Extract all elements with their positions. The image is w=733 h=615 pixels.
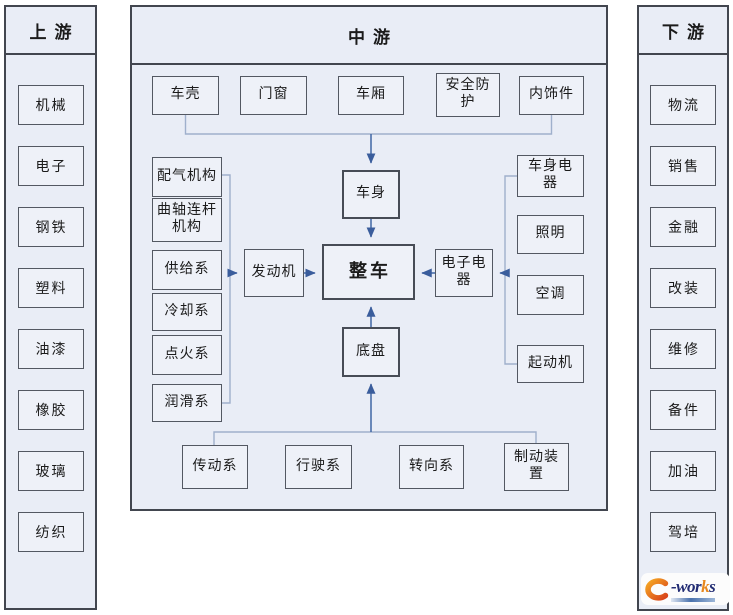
box-car-body: 车身 xyxy=(342,170,400,219)
upstream-items: 机械 电子 钢铁 塑料 油漆 橡胶 玻璃 纺织 xyxy=(6,55,95,552)
box-running-system: 行驶系 xyxy=(285,445,352,489)
logo-k: k xyxy=(701,577,710,596)
downstream-item-finance: 金融 xyxy=(650,207,716,247)
downstream-item-modification: 改装 xyxy=(650,268,716,308)
left-bracket-line xyxy=(222,174,231,404)
downstream-title: 下游 xyxy=(662,22,712,42)
upstream-item-plastic: 塑料 xyxy=(17,268,84,308)
box-lighting: 照明 xyxy=(517,215,584,254)
box-body-electrics: 车身电器 xyxy=(517,155,584,197)
box-cooling-system: 冷却系 xyxy=(152,293,222,331)
box-safety-protection: 安全防护 xyxy=(436,73,500,117)
box-interior-parts: 内饰件 xyxy=(519,76,584,115)
eworks-logo-text: -works xyxy=(671,577,716,597)
midstream-title: 中游 xyxy=(348,27,398,47)
upstream-item-textile: 纺织 xyxy=(17,512,84,552)
downstream-header: 下游 xyxy=(639,7,727,55)
box-chassis: 底盘 xyxy=(342,327,400,377)
upstream-title: 上游 xyxy=(29,22,80,42)
box-braking-device: 制动装置 xyxy=(504,443,569,491)
box-ignition-system: 点火系 xyxy=(152,335,222,375)
upstream-header: 上游 xyxy=(6,7,95,55)
box-complete-vehicle: 整车 xyxy=(322,244,415,300)
box-engine: 发动机 xyxy=(244,249,304,297)
downstream-item-driver-training: 驾培 xyxy=(650,512,716,552)
box-carriage: 车厢 xyxy=(338,76,404,115)
box-steering-system: 转向系 xyxy=(399,445,464,489)
box-crankshaft-rod: 曲轴连杆机构 xyxy=(152,198,222,242)
downstream-item-refueling: 加油 xyxy=(650,451,716,491)
upstream-item-machinery: 机械 xyxy=(17,85,84,125)
box-air-conditioning: 空调 xyxy=(517,275,584,315)
upstream-item-steel: 钢铁 xyxy=(17,207,84,247)
upstream-item-paint: 油漆 xyxy=(17,329,84,369)
box-doors-windows: 门窗 xyxy=(240,76,307,115)
midstream-header: 中游 xyxy=(132,7,606,65)
downstream-item-logistics: 物流 xyxy=(650,85,716,125)
downstream-item-maintenance: 维修 xyxy=(650,329,716,369)
eworks-logo: -works xyxy=(641,573,730,605)
downstream-item-sales: 销售 xyxy=(650,146,716,186)
upstream-item-glass: 玻璃 xyxy=(17,451,84,491)
upstream-item-rubber: 橡胶 xyxy=(17,390,84,430)
downstream-panel: 下游 物流 销售 金融 改装 维修 备件 加油 驾培 -wor xyxy=(637,5,730,611)
midstream-panel: 中游 xyxy=(130,5,608,511)
logo-underline-bar xyxy=(671,598,715,602)
eworks-e-swoosh-icon xyxy=(645,578,669,601)
bottom-bracket-line xyxy=(213,431,537,445)
right-bracket-line xyxy=(504,175,517,365)
upstream-panel: 上游 机械 电子 钢铁 塑料 油漆 橡胶 玻璃 纺织 xyxy=(4,5,97,610)
box-electronics: 电子电器 xyxy=(435,249,493,297)
box-valve-mechanism: 配气机构 xyxy=(152,157,222,197)
box-car-shell: 车壳 xyxy=(152,76,219,115)
box-starter: 起动机 xyxy=(517,345,584,383)
downstream-item-spare-parts: 备件 xyxy=(650,390,716,430)
box-lubrication-system: 润滑系 xyxy=(152,384,222,422)
upstream-item-electronics: 电子 xyxy=(17,146,84,186)
midstream-diagram: 车壳 门窗 车厢 安全防护 内饰件 车身 整车 发动机 电子电器 底盘 配气机构… xyxy=(132,7,610,513)
box-supply-system: 供给系 xyxy=(152,250,222,290)
box-transmission-system: 传动系 xyxy=(182,445,248,489)
logo-s: s xyxy=(709,577,716,596)
downstream-items: 物流 销售 金融 改装 维修 备件 加油 驾培 xyxy=(639,55,727,552)
logo-wor: -wor xyxy=(671,577,702,596)
top-bracket-line xyxy=(184,114,553,135)
